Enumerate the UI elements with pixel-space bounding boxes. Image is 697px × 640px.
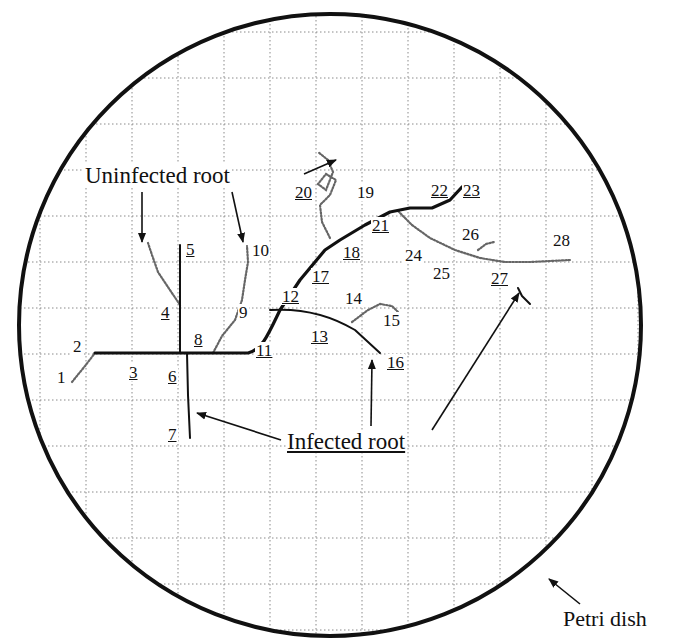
callout-number: 4	[160, 304, 171, 321]
callout-number: 6	[167, 368, 178, 385]
callout-number: 18	[342, 244, 361, 261]
callout-number: 28	[552, 232, 571, 249]
callout-number: 22	[430, 182, 449, 199]
callout-number: 16	[386, 354, 405, 371]
callout-number: 10	[251, 242, 270, 259]
callout-number: 2	[72, 338, 83, 355]
callout-label: Petri dish	[562, 608, 648, 630]
callout-number: 17	[311, 268, 330, 285]
callout-number: 19	[356, 184, 375, 201]
callout-number: 15	[382, 312, 401, 329]
pointer-arrows	[142, 160, 580, 604]
callout-label: Infected root	[286, 430, 406, 453]
callout-label: Uninfected root	[84, 164, 231, 187]
callout-number: 7	[167, 426, 178, 443]
callout-number: 23	[462, 182, 481, 199]
callout-number: 13	[310, 328, 329, 345]
callout-number: 11	[255, 342, 273, 359]
callout-number: 24	[404, 247, 423, 264]
callout-number: 21	[371, 217, 390, 234]
callout-number: 5	[185, 241, 196, 258]
callout-number: 26	[461, 226, 480, 243]
callout-number: 25	[432, 265, 451, 282]
petri-dish	[19, 14, 641, 636]
callout-number: 27	[490, 270, 509, 287]
callout-number: 1	[56, 369, 67, 386]
infected-roots	[95, 187, 530, 438]
callout-number: 8	[193, 331, 204, 348]
callout-number: 3	[128, 364, 139, 381]
uninfected-roots	[72, 152, 570, 382]
callout-number: 14	[344, 290, 363, 307]
callout-number: 9	[238, 304, 249, 321]
callout-number: 12	[281, 288, 300, 305]
callout-number: 20	[294, 184, 313, 201]
